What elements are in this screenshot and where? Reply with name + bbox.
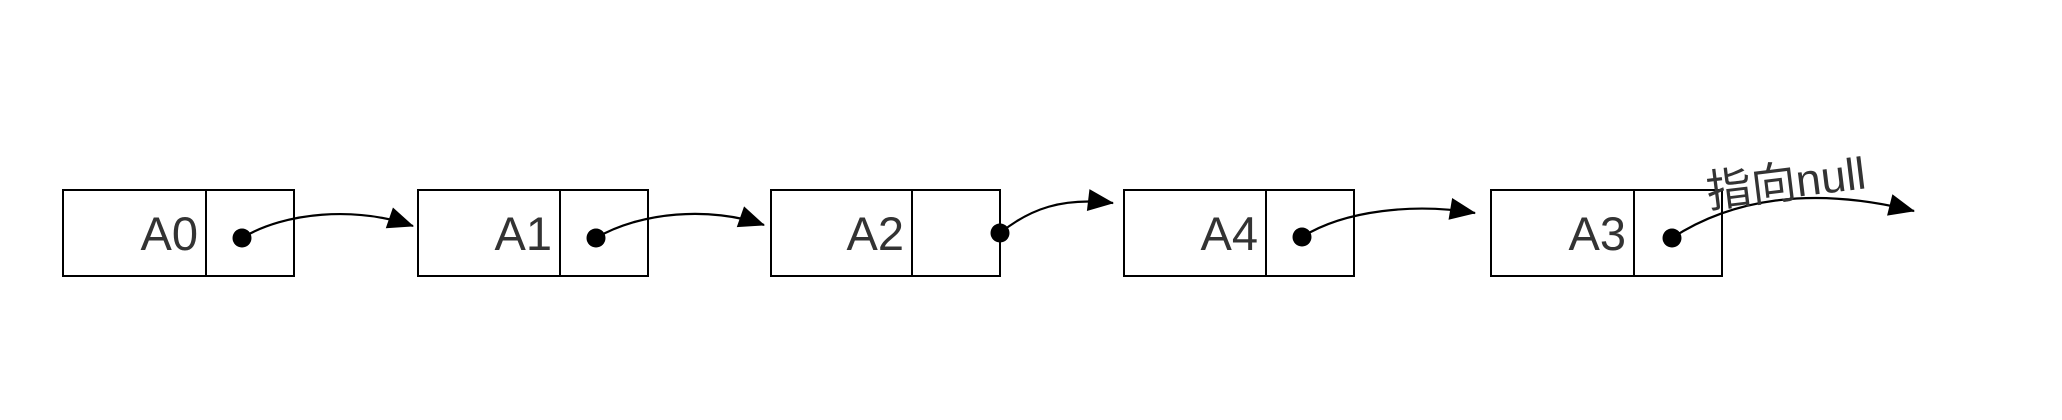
null-pointer-label: 指向null: [1703, 147, 1869, 218]
arrow-a2-to-a4: [999, 189, 1114, 234]
node-a2: A2: [770, 189, 1001, 277]
node-a4-pointer-cell: [1267, 191, 1353, 275]
node-a1: A1: [417, 189, 649, 277]
node-a3: A3: [1490, 189, 1723, 277]
node-a2-pointer-cell: [913, 191, 999, 275]
node-a1-data-cell: A1: [419, 191, 561, 275]
node-a3-data-cell: A3: [1492, 191, 1635, 275]
node-a4: A4: [1123, 189, 1355, 277]
node-a0-data-cell: A0: [64, 191, 207, 275]
node-label: A2: [846, 206, 905, 260]
node-a4-data-cell: A4: [1125, 191, 1267, 275]
node-label: A1: [494, 206, 553, 260]
node-a0: A0: [62, 189, 295, 277]
node-label: A0: [140, 206, 199, 260]
node-a0-pointer-cell: [207, 191, 293, 275]
node-a2-data-cell: A2: [772, 191, 913, 275]
node-label: A3: [1568, 206, 1627, 260]
node-a1-pointer-cell: [561, 191, 647, 275]
node-label: A4: [1200, 206, 1259, 260]
